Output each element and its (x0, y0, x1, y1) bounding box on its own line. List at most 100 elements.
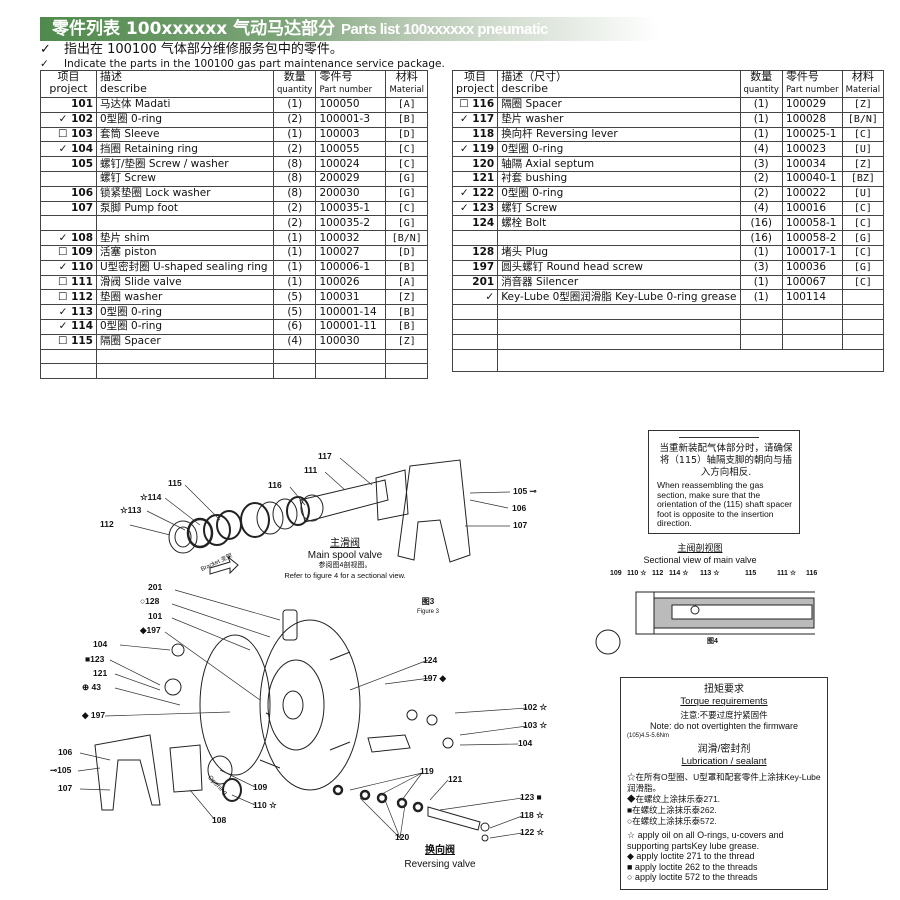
figure3-cn: 图3 (421, 597, 435, 606)
cell-project: ☐ 115 (40, 333, 97, 350)
figure4-title-en: Sectional view of main valve (643, 555, 757, 565)
callout-label: 121 (93, 668, 108, 678)
figure3-en: Figure 3 (416, 609, 439, 615)
callout-label: 197 ◆ (423, 673, 447, 683)
callout-label: 119 (420, 766, 434, 776)
reassembly-note-en: When reassembling the gas section, make … (657, 480, 793, 528)
torque-spec: (105)4.5-5.6Nm (627, 733, 670, 739)
callout-label: 111 (304, 465, 318, 475)
cell-quantity: (1) (273, 259, 317, 276)
note-cn: ✓指出在 100100 气体部分维修服务包中的零件。 (40, 42, 343, 57)
cell-quantity: (5) (273, 304, 317, 320)
cell-describe: 套筒 Sleeve (95, 126, 275, 143)
cell-quantity: (16) (739, 215, 783, 232)
cell-project: ✓ 122 (451, 185, 499, 202)
cell-part-number: 100026 (315, 274, 387, 291)
cell-project: 128 (451, 244, 499, 261)
torque-note-cn: 注意:不要过度拧紧固件 (680, 710, 768, 720)
lub-line-en: ■ apply loctite 262 to the threads (627, 861, 758, 872)
cell-quantity: (8) (273, 156, 317, 172)
callout-label: 109 (610, 570, 622, 577)
cell-project: ✓ 102 (40, 111, 97, 128)
cell-part-number (315, 363, 387, 380)
cell-quantity: (1) (273, 274, 317, 291)
cell-quantity: (2) (273, 141, 317, 158)
callout-label: ■123 (85, 654, 105, 664)
cell-part-number: 100058-2 (781, 230, 843, 246)
cell-part-number: 100025-1 (781, 126, 843, 143)
cell-project: ✓ 114 (40, 318, 97, 335)
callout-label: 201 (148, 582, 163, 592)
cell-part-number: 100114 (781, 289, 843, 306)
cell-part-number: 100006-1 (315, 259, 387, 276)
callout-label: 121 (448, 774, 463, 784)
cell-part-number: 100040-1 (781, 170, 843, 187)
cell-describe: 马达体 Madati (95, 97, 275, 113)
cell-describe: 隔圈 Spacer (95, 333, 275, 350)
figure4-title-cn: 主阀剖视图 (677, 543, 723, 553)
cell-quantity: (1) (739, 111, 783, 128)
callout-label: ◆197 (140, 625, 161, 635)
cell-project: 121 (451, 170, 499, 187)
table-row (451, 304, 885, 320)
cell-quantity: (8) (273, 185, 317, 202)
callout-label: ◆ 197 (82, 710, 106, 720)
cell-project: ✓ 119 (451, 141, 499, 158)
callout-label: ⊸105 (50, 765, 72, 775)
cell-quantity: (1) (273, 97, 317, 113)
callout-label: 106 (58, 747, 73, 757)
callout-label: 122 ☆ (520, 827, 545, 837)
cell-project: ✓ 117 (451, 111, 499, 128)
note-en-text: Indicate the parts in the 100100 gas par… (64, 58, 445, 70)
callout-label: 114 ☆ (669, 570, 689, 577)
reversing-valve-cn: 换向阀 (425, 845, 455, 856)
cell-part-number: 100058-1 (781, 215, 843, 232)
callout-label: 120 (395, 832, 410, 842)
cell-quantity: (1) (739, 244, 783, 261)
main-spool-title-en: Main spool valve (307, 550, 383, 561)
callout-label: 116 (806, 570, 818, 577)
table-row (40, 363, 428, 380)
lubrication-title-en: Lubrication / sealant (681, 756, 767, 767)
figure4-caption: 图4 (707, 638, 718, 645)
callout-label: 104 (93, 639, 108, 649)
check-icon: ✓ (40, 42, 51, 57)
lub-line-cn: ■在螺纹上涂抹乐泰262. (627, 805, 717, 815)
cell-describe: 0型圈 0-ring (95, 318, 275, 335)
cell-project: ✓ 113 (40, 304, 97, 320)
reassembly-note-cn: 当重新装配气体部分时，请确保将（115）轴隔支脚的朝向与插入方向相反. (659, 443, 793, 478)
callout-label: 106 (512, 503, 527, 513)
callout-label: 118 ☆ (520, 810, 544, 820)
callout-label: 101 (148, 611, 163, 621)
callout-label: ⊕ 43 (82, 682, 101, 692)
cell-part-number: 100024 (315, 156, 387, 172)
callout-label: 116 (268, 480, 282, 490)
callout-label: 103 ☆ (523, 720, 548, 730)
callout-label: 102 ☆ (523, 702, 548, 712)
cell-material: [B] (385, 304, 428, 320)
cell-part-number: 100001-3 (315, 111, 387, 128)
title-en: Parts list 100xxxxxx pneumatic (341, 21, 548, 38)
check-icon: ✓ (40, 58, 49, 70)
cell-quantity: (4) (739, 200, 783, 217)
callout-label: 123 ■ (520, 792, 542, 802)
